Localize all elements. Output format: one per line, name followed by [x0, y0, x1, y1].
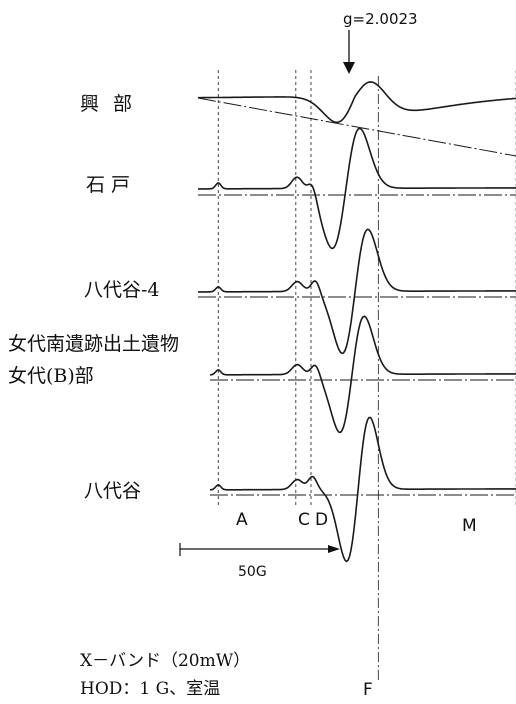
conditions-line1: X－バンド（20mW）: [80, 651, 250, 671]
trace-yashirodani-4: [198, 228, 516, 355]
trace-okoppe: [198, 81, 516, 124]
g-value-label: g=2.0023: [343, 10, 418, 28]
label-okoppe: 興部: [80, 93, 146, 115]
spectrum-traces: [198, 81, 516, 563]
trace-yashirodani: [209, 416, 516, 563]
scale-bar-label: 50G: [238, 564, 267, 580]
marker-label-d: D: [315, 510, 328, 530]
spectrum-baselines: [197, 97, 516, 496]
label-medai-line2: 女代(B)部: [8, 365, 94, 387]
marker-label-c: C: [298, 510, 310, 530]
scale-bar-arrow: [179, 543, 332, 556]
baseline-okoppe: [197, 97, 516, 157]
trace-ishido: [198, 127, 516, 250]
marker-label-f: F: [363, 680, 373, 700]
marker-label-m: M: [462, 516, 477, 536]
label-medai-line1: 女代南遺跡出土遺物: [8, 333, 179, 355]
marker-label-a: A: [236, 510, 248, 530]
label-yashirodani-4: 八代谷-4: [84, 279, 160, 301]
conditions-line2: HOD：1 G、室温: [80, 679, 220, 699]
label-yashirodani: 八代谷: [84, 480, 141, 502]
label-ishido: 石 戸: [86, 174, 130, 196]
trace-medai: [209, 315, 516, 434]
scale-bar-arrowhead: [328, 545, 340, 553]
g-value-arrowhead: [343, 62, 355, 74]
